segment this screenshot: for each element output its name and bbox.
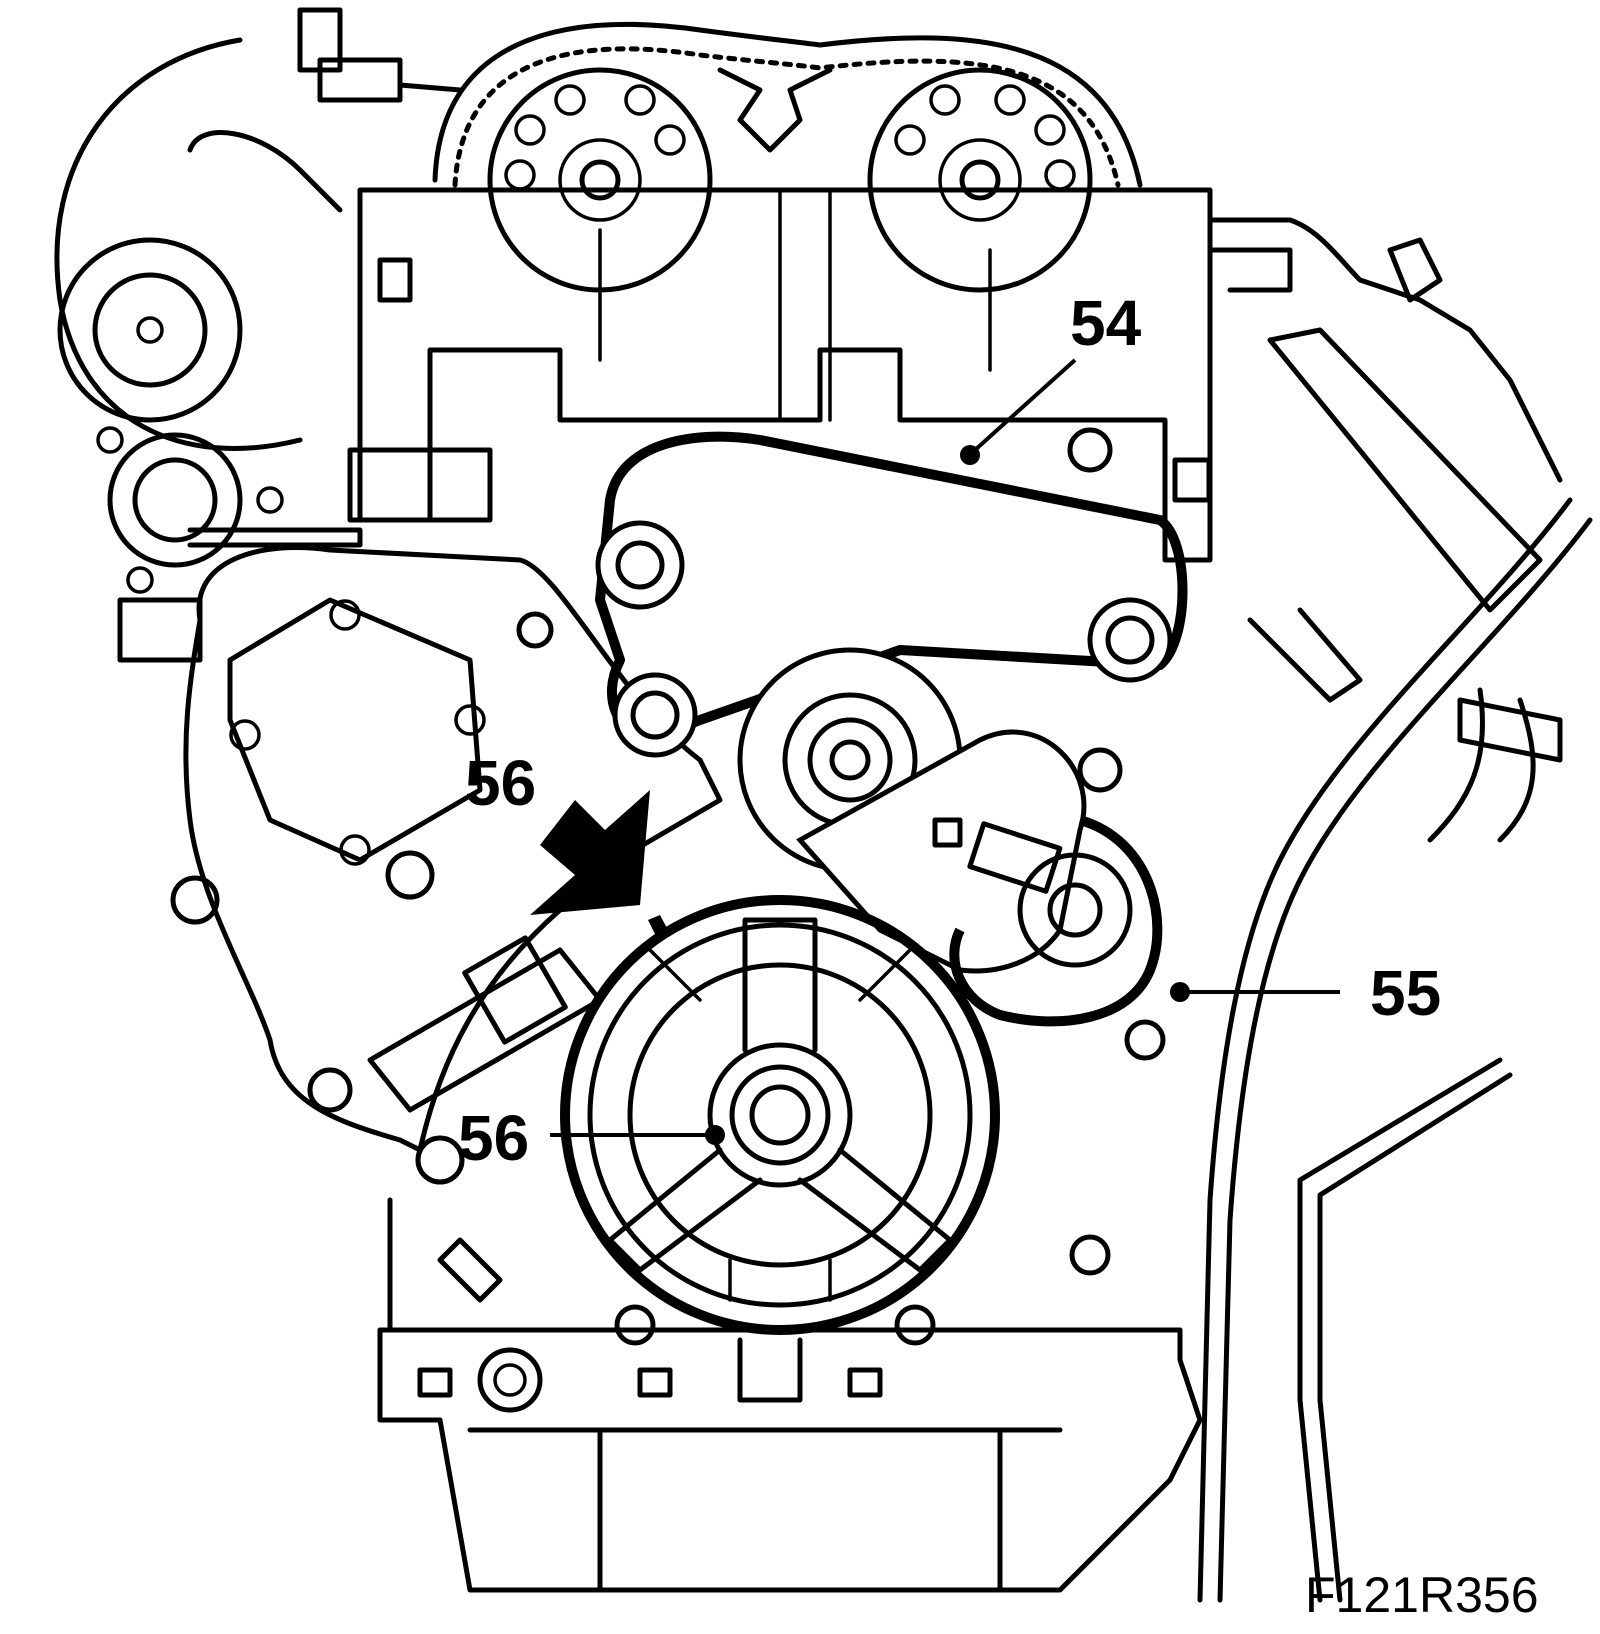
figure-reference: F121R356 (1305, 1567, 1539, 1623)
tensioner-arm (796, 729, 1087, 974)
timing-cover (170, 545, 723, 1185)
chain-guide (717, 67, 833, 153)
crankshaft-pulley (560, 895, 1000, 1335)
callout-56-upper: 56 (465, 747, 536, 819)
callout-55: 55 (1370, 957, 1441, 1029)
crank-position-sensor (367, 915, 668, 1113)
right-side-manifold (1197, 217, 1593, 1603)
right-cam-sprocket (867, 67, 1093, 293)
timing-chain (432, 21, 1143, 188)
callout-56-lower: 56 (458, 1102, 529, 1174)
callout-54: 54 (1070, 287, 1142, 359)
cylinder-head-cover (347, 187, 1213, 563)
pointer-arrow-icon (530, 790, 650, 915)
tensioner-pulley (949, 815, 1163, 1027)
engine-block-base (377, 747, 1203, 1593)
tensioner-bracket (595, 431, 1188, 758)
left-accessories (54, 7, 463, 663)
leader-54 (973, 358, 1077, 452)
